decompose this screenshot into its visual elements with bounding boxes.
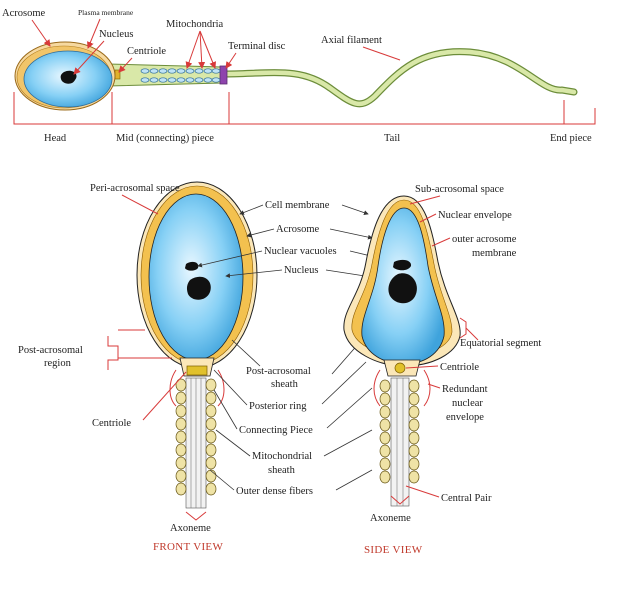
front-vacuole-large bbox=[186, 276, 211, 300]
midpiece-shape bbox=[107, 63, 223, 87]
mitochondria-beads bbox=[140, 68, 221, 83]
label-nucleus-top: Nucleus bbox=[99, 29, 133, 40]
label-redundant-nuclear-envelope-2: nuclear bbox=[452, 398, 483, 409]
label-axoneme-side: Axoneme bbox=[370, 513, 411, 524]
label-cell-membrane: Cell membrane bbox=[265, 200, 330, 211]
bracket-end-piece bbox=[564, 108, 596, 125]
label-mitochondrial-sheath-1: Mitochondrial bbox=[252, 451, 312, 462]
front-centriole bbox=[186, 365, 208, 376]
side-centriole bbox=[394, 362, 406, 374]
side-view-illustration bbox=[343, 195, 461, 507]
label-terminal-disc: Terminal disc bbox=[228, 41, 286, 52]
label-nuclear-envelope: Nuclear envelope bbox=[438, 210, 512, 221]
label-centriole-side: Centriole bbox=[440, 362, 479, 373]
label-outer-acrosome-membrane-1: outer acrosome bbox=[452, 234, 517, 245]
whole-sperm-illustration bbox=[14, 41, 578, 111]
caption-front-view: FRONT VIEW bbox=[153, 541, 223, 553]
label-post-acrosomal-sheath-2: sheath bbox=[271, 379, 299, 390]
label-outer-acrosome-membrane-2: membrane bbox=[472, 248, 517, 259]
front-view-illustration bbox=[136, 181, 258, 521]
bracket-head bbox=[13, 92, 113, 125]
label-peri-acrosomal-space: Peri-acrosomal space bbox=[90, 183, 180, 194]
label-centriole-front: Centriole bbox=[92, 418, 131, 429]
bracket-post-acrosomal-region bbox=[107, 336, 119, 370]
label-end-piece: End piece bbox=[550, 133, 592, 144]
label-post-acrosomal-region-1: Post-acrosomal bbox=[18, 345, 83, 356]
label-axoneme-front: Axoneme bbox=[170, 523, 211, 534]
label-redundant-nuclear-envelope-1: Redundant bbox=[442, 384, 488, 395]
label-connecting-piece: Connecting Piece bbox=[239, 425, 313, 436]
side-vacuole-small bbox=[393, 259, 412, 271]
side-mitochondria bbox=[379, 379, 420, 484]
label-acrosome-top: Acrosome bbox=[2, 8, 45, 19]
caption-side-view: SIDE VIEW bbox=[364, 544, 423, 556]
label-sub-acrosomal-space: Sub-acrosomal space bbox=[415, 184, 504, 195]
label-post-acrosomal-sheath-1: Post-acrosomal bbox=[246, 366, 311, 377]
front-vacuole-small bbox=[185, 261, 199, 271]
side-axoneme bbox=[390, 377, 410, 507]
label-mid-piece: Mid (connecting) piece bbox=[116, 133, 214, 144]
label-centriole-top: Centriole bbox=[127, 46, 166, 57]
label-tail: Tail bbox=[384, 133, 400, 144]
head-vacuole bbox=[60, 70, 77, 84]
label-mitochondrial-sheath-2: sheath bbox=[268, 465, 296, 476]
label-outer-dense-fibers: Outer dense fibers bbox=[236, 486, 313, 497]
front-nucleus bbox=[148, 193, 244, 361]
terminal-disc bbox=[219, 65, 228, 85]
label-nuclear-vacuoles: Nuclear vacuoles bbox=[264, 246, 337, 257]
side-vacuole-large bbox=[388, 273, 417, 304]
label-post-acrosomal-region-2: region bbox=[44, 358, 72, 369]
label-redundant-nuclear-envelope-3: envelope bbox=[446, 412, 484, 423]
bracket-midpiece bbox=[112, 92, 230, 125]
front-axoneme-bracket bbox=[185, 511, 207, 521]
bracket-equatorial-segment bbox=[459, 317, 467, 339]
label-acrosome-front: Acrosome bbox=[276, 224, 319, 235]
label-nucleus-front: Nucleus bbox=[284, 265, 318, 276]
label-axial-filament: Axial filament bbox=[321, 35, 382, 46]
label-central-pair: Central Pair bbox=[441, 493, 492, 504]
label-plasma-membrane: Plasma membrane bbox=[78, 8, 134, 17]
label-mitochondria: Mitochondria bbox=[166, 19, 223, 30]
side-axoneme-bracket bbox=[390, 495, 410, 505]
bracket-tail bbox=[229, 100, 565, 125]
label-equatorial-segment: Equatorial segment bbox=[460, 338, 541, 349]
label-head: Head bbox=[44, 133, 67, 144]
label-posterior-ring: Posterior ring bbox=[249, 401, 307, 412]
